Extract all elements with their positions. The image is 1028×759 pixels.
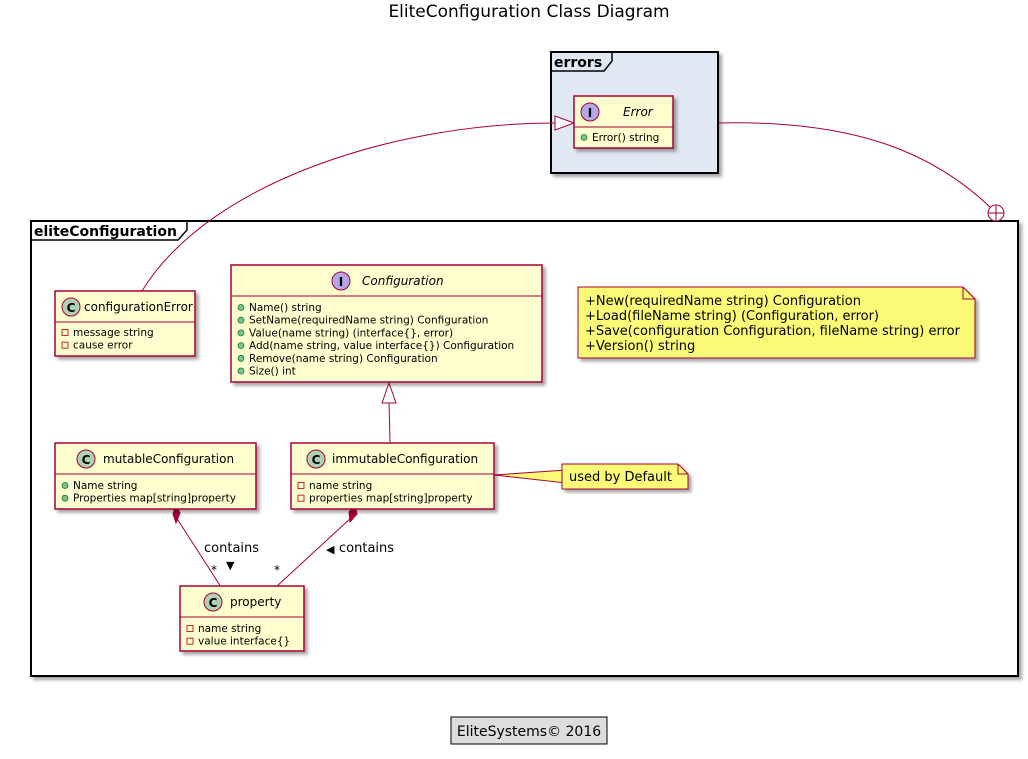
class-mutable-configuration: C mutableConfiguration Name stringProper…: [54, 442, 257, 510]
class-member: Error() string: [592, 132, 659, 144]
mutable-contains-label: contains: [204, 541, 259, 556]
svg-text:C: C: [209, 596, 218, 610]
class-name-mutable-configuration: mutableConfiguration: [103, 452, 234, 466]
mutable-multiplicity: *: [211, 563, 217, 577]
interface-badge-icon: [580, 102, 600, 122]
class-member: value interface{}: [198, 636, 290, 648]
class-member: Remove(name string) Configuration: [249, 353, 438, 365]
realization-line-immutable: [388, 401, 391, 443]
public-marker-icon: [580, 134, 588, 141]
private-marker-icon: [297, 494, 305, 502]
class-member: Name string: [73, 480, 137, 492]
class-member: SetName(requiredName string) Configurati…: [249, 315, 488, 327]
private-marker-icon: [61, 341, 69, 349]
immutable-multiplicity: *: [274, 563, 280, 577]
package-nesting-line: [717, 122, 991, 208]
class-badge-icon: [76, 449, 96, 469]
class-name-configuration: Configuration: [362, 274, 444, 288]
private-marker-icon: [186, 625, 194, 632]
class-name-property: property: [230, 595, 281, 609]
footer-text: EliteSystems© 2016: [457, 724, 601, 740]
svg-text:C: C: [312, 453, 321, 467]
class-member: Value(name string) (interface{}, error): [249, 327, 453, 339]
realization-line-configuration-error: [141, 122, 556, 292]
package-elite-label: eliteConfiguration: [34, 224, 177, 240]
class-configuration: I Configuration Name() stringSetName(req…: [230, 264, 543, 383]
public-marker-icon: [237, 367, 245, 375]
private-marker-icon: [297, 482, 305, 489]
class-member: cause error: [73, 340, 133, 352]
class-member: Properties map[string]property: [73, 493, 236, 505]
class-member: Add(name string, value interface{}) Conf…: [249, 340, 514, 352]
note-functions: +New(requiredName string) Configuration+…: [577, 286, 976, 359]
interface-badge-icon: [331, 271, 351, 291]
public-marker-icon: [237, 354, 245, 362]
note-functions-lines: +New(requiredName string) Configuration+…: [585, 294, 961, 354]
class-member: name string: [198, 623, 261, 635]
mutable-direction-arrow-icon: ▼: [226, 559, 235, 572]
class-member: properties map[string]property: [309, 493, 473, 505]
note-function-line: +Save(configuration Configuration, fileN…: [585, 324, 961, 339]
class-badge-icon: [61, 297, 81, 317]
class-member: message string: [73, 327, 154, 339]
svg-text:C: C: [82, 453, 91, 467]
public-marker-icon: [61, 494, 69, 502]
diagram-title: EliteConfiguration Class Diagram: [388, 2, 669, 22]
public-marker-icon: [237, 342, 245, 350]
class-configuration-error: C configurationError message stringcause…: [54, 290, 196, 357]
public-marker-icon: [61, 482, 69, 489]
svg-text:I: I: [339, 275, 343, 289]
note-default-text: used by Default: [569, 470, 672, 485]
composition-line-mutable: [175, 516, 222, 588]
note-function-line: +New(requiredName string) Configuration: [585, 294, 861, 309]
immutable-contains-label: contains: [339, 541, 394, 556]
public-marker-icon: [237, 329, 245, 337]
class-member: name string: [309, 480, 372, 492]
note-default: used by Default: [561, 463, 689, 490]
private-marker-icon: [186, 637, 194, 645]
svg-text:C: C: [67, 301, 76, 315]
member-list-error: Error() string: [580, 132, 659, 144]
relation-lines: [141, 115, 1005, 588]
class-name-immutable-configuration: immutableConfiguration: [332, 452, 478, 466]
private-marker-icon: [61, 329, 69, 336]
class-name-configuration-error: configurationError: [84, 300, 193, 314]
immutable-direction-arrow-icon: ◀: [326, 543, 335, 556]
footer: EliteSystems© 2016: [450, 716, 608, 745]
svg-text:I: I: [588, 106, 592, 120]
class-name-error: Error: [623, 105, 654, 119]
class-error: I Error Error() string: [573, 95, 674, 149]
composition-line-immutable: [275, 516, 353, 588]
class-member: Name() string: [249, 302, 322, 314]
public-marker-icon: [237, 316, 245, 324]
class-badge-icon: [203, 592, 223, 612]
class-immutable-configuration: C immutableConfiguration name stringprop…: [290, 442, 495, 510]
note-function-line: +Version() string: [585, 339, 695, 354]
class-member: Size() int: [249, 366, 296, 378]
realization-arrowhead-configuration: [381, 381, 397, 404]
class-badge-icon: [306, 449, 326, 469]
public-marker-icon: [237, 304, 245, 311]
realization-arrowhead: [554, 115, 576, 131]
package-errors-label: errors: [554, 55, 602, 71]
note-function-line: +Load(fileName string) (Configuration, e…: [585, 309, 879, 324]
